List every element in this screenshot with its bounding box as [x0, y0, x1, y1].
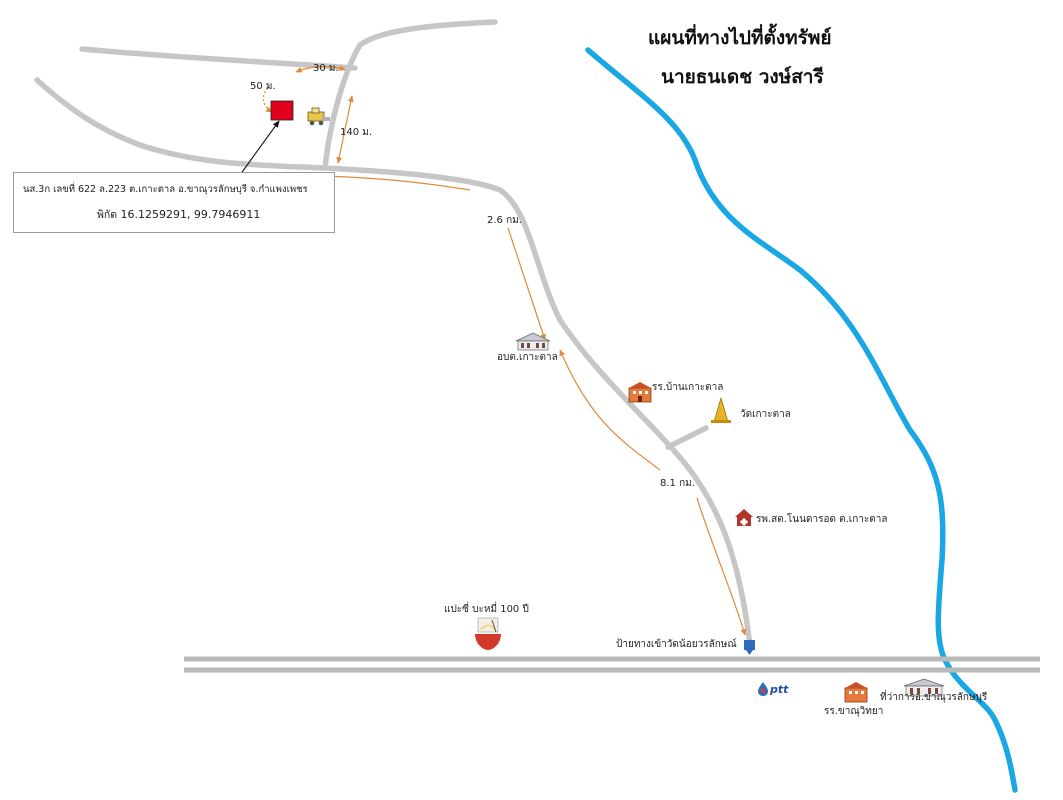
- temple-icon: [711, 396, 731, 423]
- distance-8-1km: 8.1 กม.: [660, 478, 695, 489]
- property-address: นส.3ก เลขที่ 622 ล.223 ต.เกาะตาล อ.ขาณุว…: [23, 184, 308, 195]
- arrow-8-1km-top: [559, 349, 661, 471]
- noodle-bowl-icon: [475, 617, 501, 650]
- label-restaurant: แปะซี่ บะหมี่ 100 ปี: [444, 601, 529, 615]
- ptt-logo: ptt: [758, 682, 789, 696]
- road-west: [34, 77, 328, 171]
- label-wat: วัดเกาะตาล: [740, 409, 791, 420]
- callout-pointer: [239, 120, 280, 176]
- label-entrance-sign: ป้ายทางเข้าวัดน้อยวรลักษณ์: [616, 638, 737, 650]
- label-hospital: รพ.สต.โนนดารอด ต.เกาะตาล: [756, 512, 888, 525]
- ptt-text: ptt: [769, 683, 789, 696]
- distance-50m: 50 ม.: [250, 81, 276, 92]
- vehicle-icon: [307, 107, 330, 126]
- coord-value: 16.1259291, 99.7946911: [120, 208, 261, 221]
- road-main: [322, 165, 753, 649]
- arrow-2-6km-bottom: [507, 227, 546, 341]
- property-marker[interactable]: [270, 100, 294, 121]
- property-coordinates-line: พิกัด 16.1259291, 99.7946911: [97, 206, 260, 223]
- distance-arrows: [262, 65, 747, 636]
- distance-30m: 30 ม.: [313, 63, 339, 74]
- arrow-50m: [262, 84, 273, 113]
- label-school-bankotan: รร.บ้านเกาะตาล: [652, 381, 723, 393]
- property-info-box: นส.3ก เลขที่ 622 ล.223 ต.เกาะตาล อ.ขาณุว…: [13, 172, 335, 233]
- label-school-khanu: รร.ขาณุวิทยา: [824, 706, 883, 717]
- road-wat-branch: [665, 425, 709, 450]
- school-khanu-icon: [844, 682, 868, 703]
- distance-140m: 140 ม.: [340, 127, 372, 138]
- highway: [184, 656, 1040, 673]
- label-district-office: ที่ว่าการอ.ขาณุวรลักษบุรี: [880, 689, 988, 703]
- road-side-north: [322, 19, 498, 171]
- arrow-30m: [295, 65, 346, 73]
- hospital-icon: [735, 509, 753, 526]
- roads: [34, 19, 753, 649]
- map-title-line2: นายธนเดช วงษ์สารี: [661, 66, 824, 88]
- arrow-140m: [336, 95, 354, 164]
- arrow-2-6km-top: [324, 173, 471, 191]
- river: [585, 47, 1018, 793]
- school-icon: [628, 382, 652, 403]
- map-title-line1: แผนที่ทางไปที่ตั้งทรัพย์: [648, 23, 832, 49]
- label-sao: อบต.เกาะตาล: [497, 352, 558, 363]
- arrow-8-1km-bottom: [696, 497, 747, 636]
- sign-icon: [744, 640, 755, 655]
- sao-building-icon: [515, 332, 551, 351]
- distance-2-6km: 2.6 กม.: [487, 215, 522, 226]
- coord-label: พิกัด: [97, 209, 118, 221]
- district-office-icon: [903, 678, 945, 697]
